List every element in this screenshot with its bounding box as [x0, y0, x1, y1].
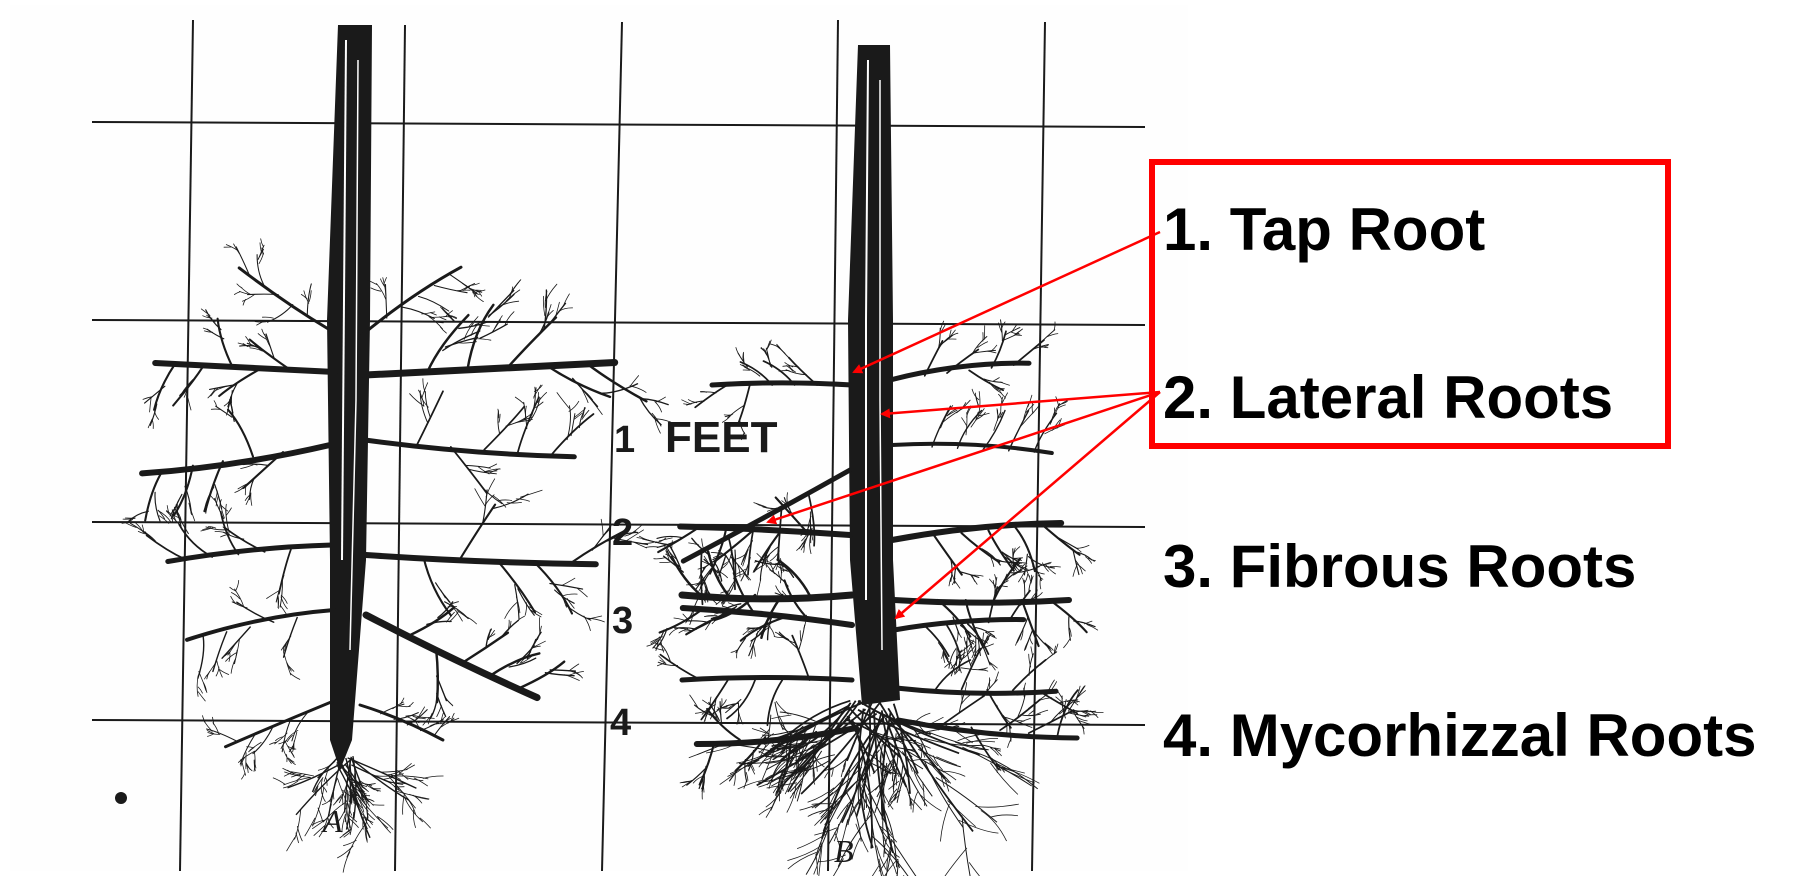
tree-b-label: B [834, 833, 854, 869]
scale-tick-3: 3 [612, 600, 633, 642]
main-lateral-root [712, 383, 852, 385]
main-lateral-root [682, 595, 852, 599]
root-strand [1015, 335, 1021, 336]
legend-item-tap-root: 1. Tap Root [1163, 196, 1485, 263]
scale-unit-label: FEET [665, 413, 778, 462]
legend-item-lateral-roots: 2. Lateral Roots [1163, 364, 1613, 431]
root-strand [1031, 575, 1032, 583]
tree-a-label: A [321, 803, 343, 839]
scale-tick-2: 2 [612, 512, 633, 554]
legend-item-mycorhizzal-roots: 4. Mycorhizzal Roots [1163, 702, 1756, 769]
scale-tick-1: 1 [614, 419, 635, 461]
ink-spot [115, 792, 127, 804]
main-lateral-root [682, 678, 852, 680]
main-lateral-root [894, 600, 1069, 603]
scale-tick-4: 4 [610, 702, 631, 744]
legend-item-fibrous-roots: 3. Fibrous Roots [1163, 533, 1636, 600]
